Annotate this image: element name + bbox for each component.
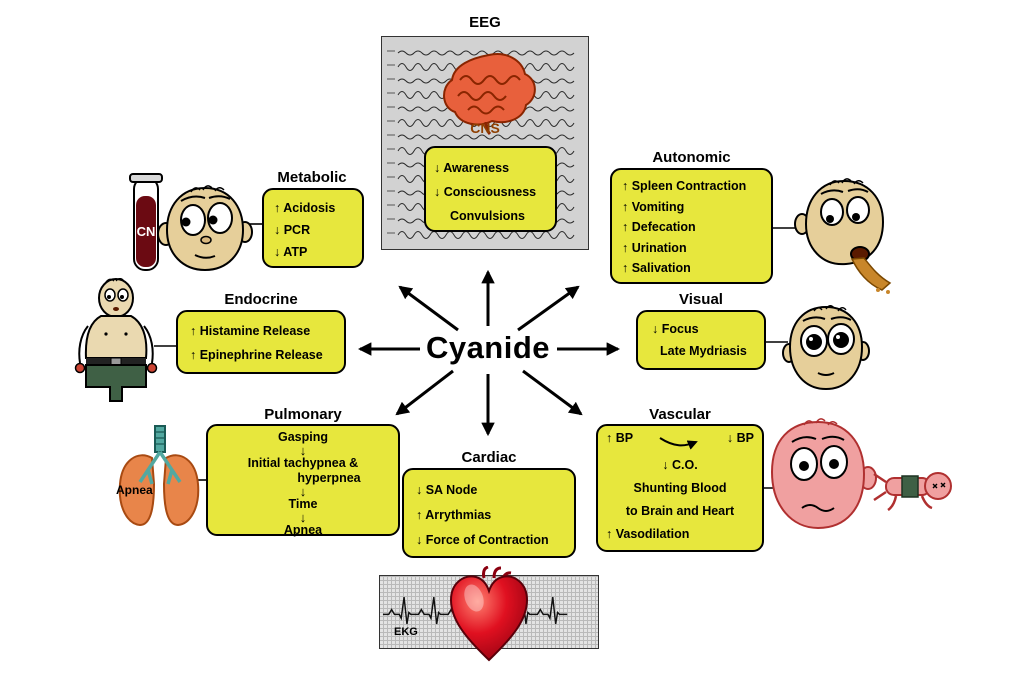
vascular-bp-row: ↑ BP ↓ BP [598, 431, 762, 454]
vascular-title: Vascular [649, 406, 711, 423]
visual-item: ↓ Focus [652, 322, 699, 336]
arrow-to-vascular [522, 369, 583, 416]
cns-item: ↓ Consciousness [434, 185, 537, 199]
cns-item: ↓ Awareness [434, 161, 510, 175]
autonomic-item: ↑ Defecation [622, 220, 696, 234]
visual-box: ↓ Focus Late Mydriasis [636, 310, 766, 370]
autonomic-item: ↑ Urination [622, 240, 687, 255]
pulmonary-step: Initial tachypnea & [247, 456, 359, 470]
metabolic-item: ↑ Acidosis [274, 201, 336, 215]
endocrine-title: Endocrine [224, 291, 298, 308]
cns-box: ↓ Awareness ↓ Consciousness Convulsions [424, 146, 557, 232]
autonomic-item: ↑ Spleen Contraction [622, 179, 747, 193]
vascular-item: ↑ Vasodilation [606, 527, 690, 541]
vomiting-face-icon [794, 178, 892, 294]
vascular-item: to Brain and Heart [625, 504, 735, 518]
center-label-cyanide: Cyanide [425, 330, 551, 365]
autonomic-box: ↑ Spleen Contraction ↑ Vomiting ↑ Defeca… [610, 168, 773, 284]
apnea-label: Apnea [116, 483, 153, 497]
endocrine-box: ↑ Histamine Release ↑ Epinephrine Releas… [176, 310, 346, 374]
ekg-label: EKG [394, 626, 418, 638]
pulmonary-step: Apnea [283, 523, 323, 537]
pulmonary-step: Time [288, 497, 318, 511]
metabolic-box: ↑ Acidosis ↓ PCR ↓ ATP [262, 188, 364, 268]
pulmonary-box: Gasping ↓ Initial tachypnea & hyperpnea … [206, 424, 400, 537]
cns-label: CNS [470, 120, 500, 136]
vascular-co: ↓ C.O. [662, 458, 698, 472]
arrow-to-metabolic [398, 285, 459, 332]
eeg-traces-icon [387, 50, 575, 239]
cn-tube-label: CN [137, 224, 156, 239]
lungs-icon [118, 425, 200, 527]
visual-item: Late Mydriasis [660, 344, 747, 358]
autonomic-item: ↑ Vomiting [622, 199, 685, 214]
eeg-title: EEG [469, 14, 501, 31]
metabolic-title: Metabolic [277, 169, 347, 186]
arrow-to-pulmonary [395, 369, 454, 416]
pulmonary-arrow: ↓ [299, 510, 307, 525]
heart-icon [449, 566, 529, 662]
cn-test-tube-icon: CN [129, 173, 163, 271]
vascular-item: Shunting Blood [633, 481, 727, 495]
brain-icon [443, 53, 536, 136]
arrow-to-autonomic [517, 285, 580, 332]
cardiac-title: Cardiac [461, 449, 517, 466]
pulmonary-arrow: ↓ [299, 484, 307, 499]
autonomic-title: Autonomic [652, 149, 731, 166]
pulmonary-step: hyperpnea [297, 471, 361, 485]
worried-face-icon [157, 185, 253, 272]
dilated-eyes-face-icon [782, 305, 870, 391]
pulmonary-arrow: ↓ [299, 443, 307, 458]
metabolic-item: ↓ ATP [274, 245, 308, 259]
flushed-figure-icon [770, 418, 952, 530]
endocrine-item: ↑ Histamine Release [190, 324, 311, 338]
vascular-box: ↑ BP ↓ BP ↓ C.O. Shunting Blood to Brain… [596, 424, 764, 552]
cns-item: Convulsions [450, 209, 526, 223]
vascular-bp-up: ↑ BP [606, 431, 634, 445]
pulmonary-title: Pulmonary [264, 406, 342, 423]
vascular-bp-down: ↓ BP [726, 431, 754, 445]
visual-title: Visual [679, 291, 723, 308]
pulmonary-step: Gasping [277, 430, 328, 444]
torso-figure-icon [74, 278, 158, 402]
cardiac-box: ↓ SA Node ↑ Arrythmias ↓ Force of Contra… [402, 468, 576, 558]
metabolic-item: ↓ PCR [274, 223, 311, 237]
endocrine-item: ↑ Epinephrine Release [190, 348, 323, 362]
cardiac-item: ↓ Force of Contraction [416, 533, 549, 547]
cardiac-item: ↓ SA Node [416, 483, 478, 497]
cardiac-item: ↑ Arrythmias [416, 508, 492, 522]
curve-arrow-icon [659, 437, 698, 450]
autonomic-item: ↑ Salivation [622, 261, 691, 275]
